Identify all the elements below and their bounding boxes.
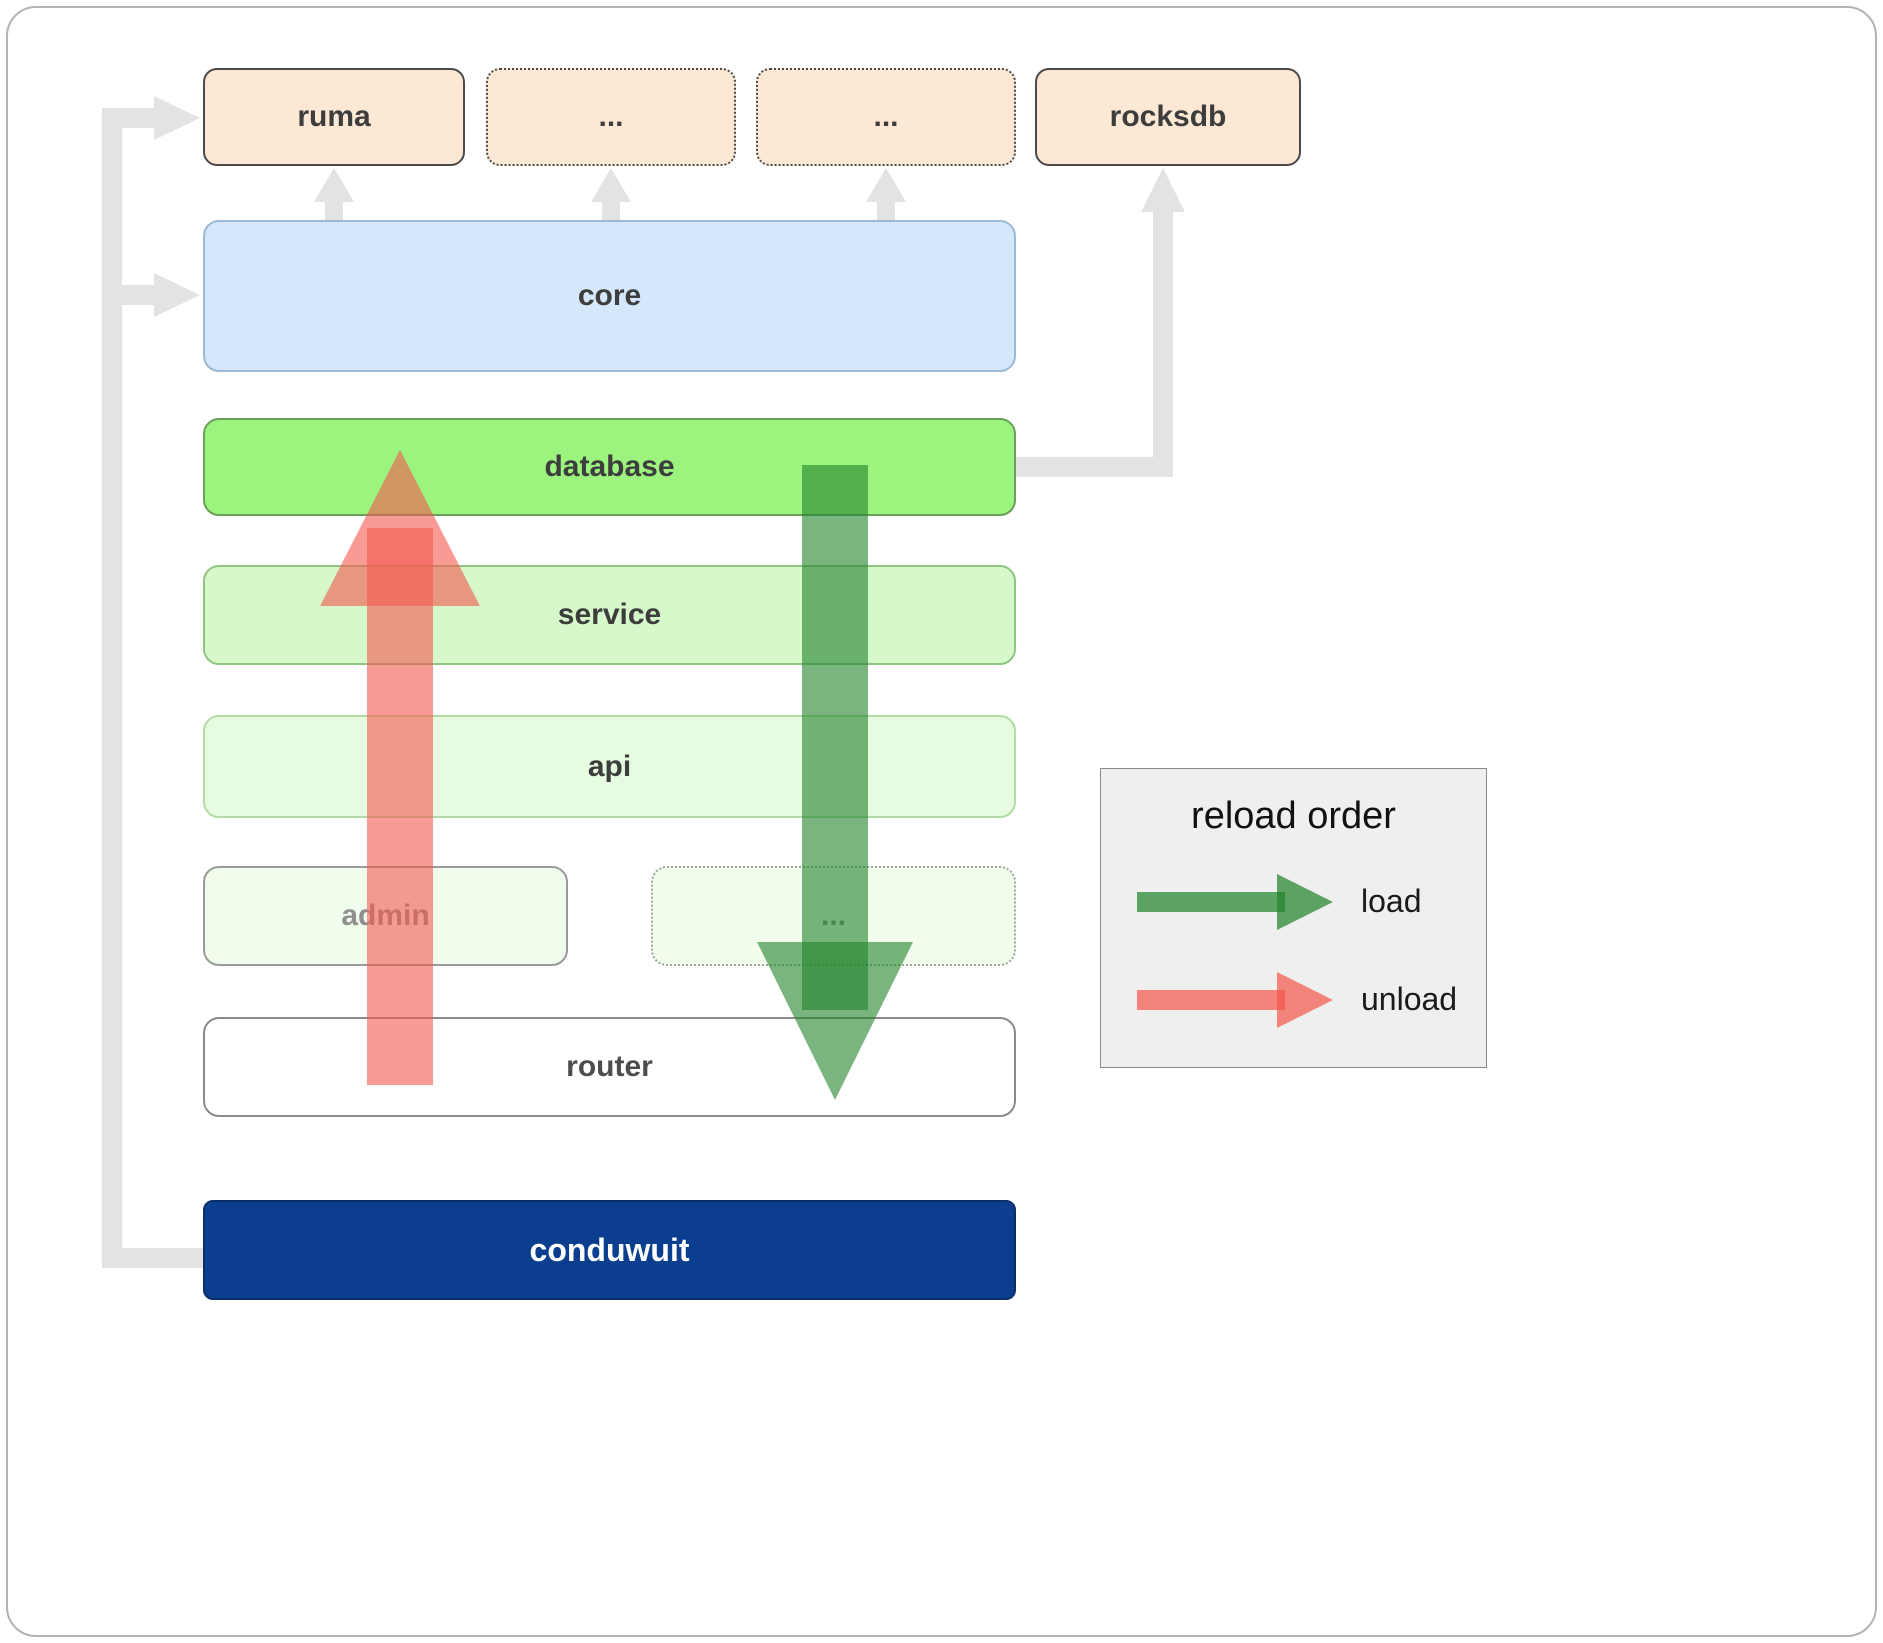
- box-router: router: [203, 1017, 1016, 1117]
- box-ruma-label: ruma: [297, 100, 371, 133]
- box-api-label: api: [587, 749, 632, 783]
- box-conduwuit-label: conduwuit: [529, 1231, 690, 1268]
- legend-title: reload order: [1191, 795, 1396, 837]
- outer-frame: [6, 6, 1877, 1637]
- box-rocksdb: rocksdb: [1035, 68, 1301, 166]
- box-admin: admin: [203, 866, 568, 966]
- box-ellipsis-3-label: ...: [820, 899, 846, 932]
- legend-row-unload: unload: [1101, 964, 1486, 1034]
- box-service: service: [203, 565, 1016, 665]
- box-core: core: [203, 220, 1016, 372]
- unload-arrow-icon: [1137, 972, 1333, 1028]
- box-api: api: [203, 715, 1016, 818]
- box-ellipsis-3: ...: [651, 866, 1016, 966]
- box-ellipsis-2: ...: [756, 68, 1016, 166]
- load-arrow-icon: [1137, 874, 1333, 930]
- box-admin-label: admin: [341, 899, 430, 932]
- box-router-label: router: [566, 1050, 653, 1083]
- legend-row-load: load: [1101, 866, 1486, 936]
- legend-load-label: load: [1361, 882, 1422, 919]
- box-ellipsis-1: ...: [486, 68, 736, 166]
- box-conduwuit: conduwuit: [203, 1200, 1016, 1300]
- box-database-label: database: [544, 450, 675, 483]
- box-database: database: [203, 418, 1016, 516]
- box-rocksdb-label: rocksdb: [1109, 100, 1227, 133]
- box-ellipsis-2-label: ...: [873, 100, 899, 133]
- legend: reload order load unload: [1100, 768, 1487, 1068]
- box-service-label: service: [557, 598, 662, 631]
- box-ellipsis-1-label: ...: [598, 100, 624, 133]
- box-ruma: ruma: [203, 68, 465, 166]
- legend-unload-label: unload: [1361, 980, 1458, 1017]
- box-core-label: core: [577, 279, 642, 312]
